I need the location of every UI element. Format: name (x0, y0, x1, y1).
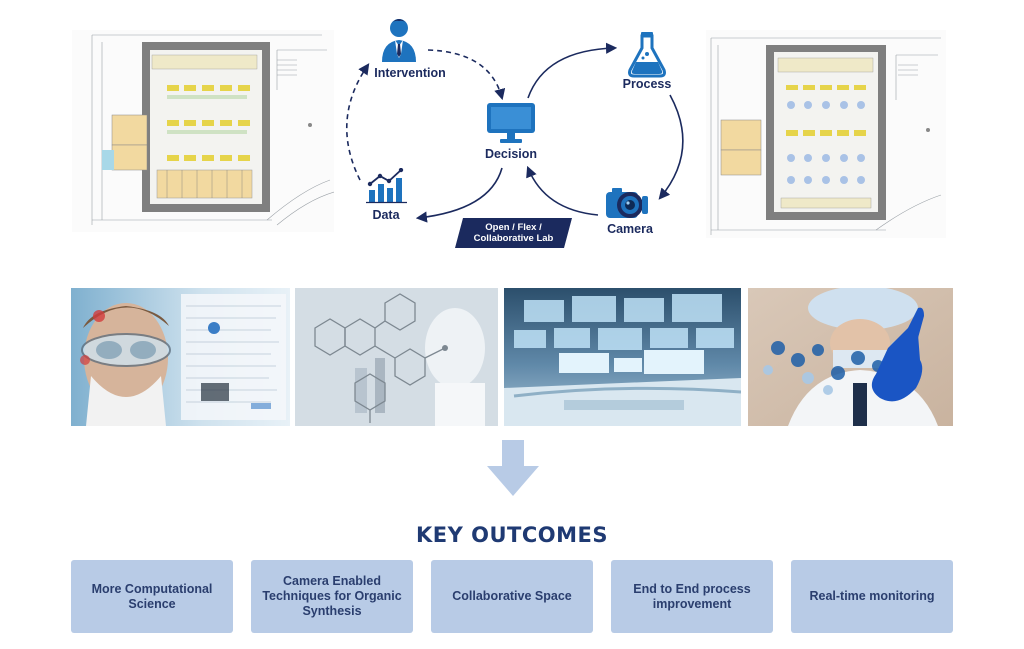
arrow-decision-to-process (527, 42, 618, 99)
outcome-camera-techniques: Camera Enabled Techniques for Organic Sy… (251, 560, 413, 633)
person-icon (382, 19, 416, 62)
down-arrow-icon (487, 440, 539, 496)
arrow-intervention-to-decision (427, 49, 506, 101)
floor-plan-right (706, 30, 946, 238)
control-room-photo (504, 288, 741, 426)
camera-icon (606, 188, 648, 218)
node-decision-label: Decision (484, 147, 538, 161)
arrow-decision-to-data (415, 167, 503, 223)
node-intervention-label: Intervention (374, 66, 446, 80)
lab-tag-line-1: Open / Flex / (485, 222, 542, 233)
molecule-lab-photo (295, 288, 498, 426)
medical-touch-photo (748, 288, 953, 426)
chart-icon (366, 168, 407, 204)
arrow-camera-to-decision (526, 165, 599, 216)
flask-icon (628, 32, 666, 78)
monitor-icon (487, 103, 535, 143)
key-outcomes-title: KEY OUTCOMES (416, 523, 608, 547)
node-data-label: Data (372, 208, 400, 222)
arrow-data-to-intervention (346, 63, 370, 181)
node-process-label: Process (622, 77, 672, 91)
lab-tag: Open / Flex / Collaborative Lab (455, 218, 572, 248)
floor-plan-left (72, 30, 334, 232)
arrow-process-to-camera (658, 94, 684, 200)
outcome-computational-science: More Computational Science (71, 560, 233, 633)
outcome-collaborative-space: Collaborative Space (431, 560, 593, 633)
outcome-process-improvement: End to End process improvement (611, 560, 773, 633)
scientist-goggles-photo (71, 288, 290, 426)
lab-tag-line-2: Collaborative Lab (473, 233, 554, 244)
outcome-realtime-monitoring: Real-time monitoring (791, 560, 953, 633)
cycle-arrows (346, 42, 684, 223)
node-camera-label: Camera (607, 222, 653, 236)
